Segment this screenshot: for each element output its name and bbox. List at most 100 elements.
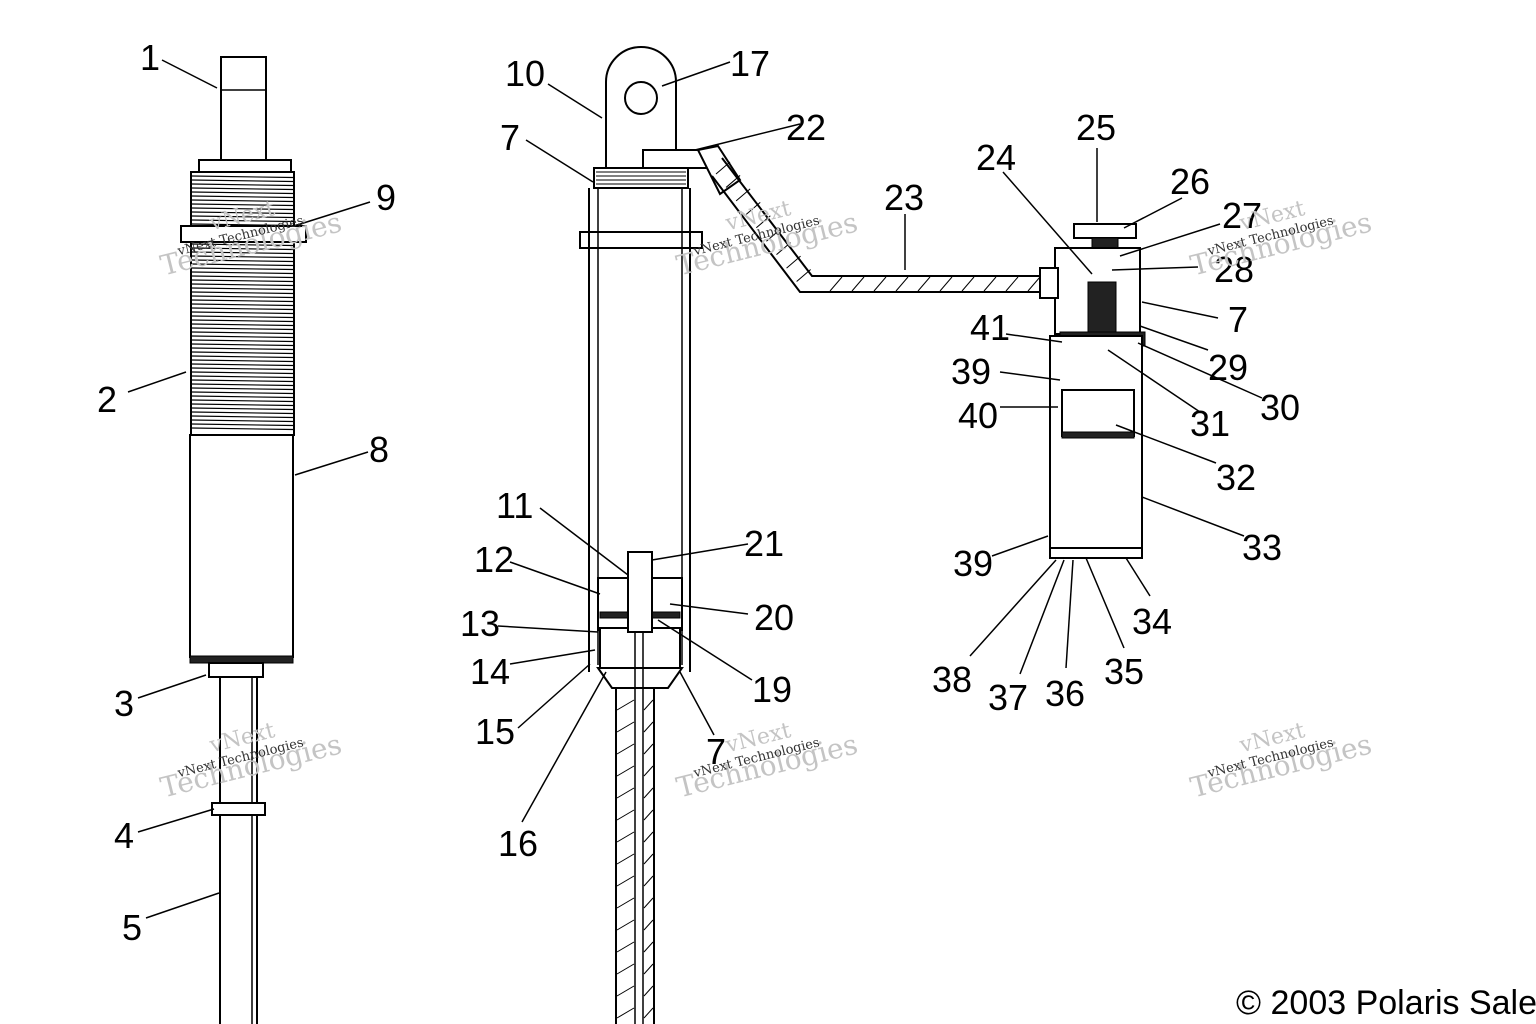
hatch-line — [191, 419, 294, 423]
hatch-line — [191, 323, 294, 327]
hatch-line — [191, 303, 294, 307]
watermark-4: vNext Technologies vNext Technologies — [157, 718, 345, 804]
hatch-line — [895, 276, 909, 292]
hatch-line — [643, 809, 654, 821]
hatch-line — [191, 195, 294, 199]
hatch-line — [643, 831, 654, 843]
hatch-line — [786, 255, 801, 269]
hatch-line — [796, 269, 811, 282]
callout-17: 17 — [730, 43, 770, 84]
callout-5: 5 — [122, 907, 142, 948]
hatch-line — [191, 367, 294, 371]
hatch-line — [616, 721, 635, 733]
hatch-line — [191, 291, 294, 295]
watermarks: vNext Technologies vNext Technologies vN… — [157, 196, 1375, 804]
callout-35: 35 — [1104, 651, 1144, 692]
callout-14: 14 — [470, 651, 510, 692]
hatch-line — [191, 339, 294, 343]
callout-7-bottom: 7 — [706, 731, 726, 772]
hatch-line — [191, 243, 294, 247]
hatch-line — [755, 215, 771, 229]
hatch-line — [191, 275, 294, 279]
callout-11: 11 — [496, 485, 533, 526]
hatch-line — [191, 183, 294, 187]
copyright-notice: © 2003 Polaris Sale — [1236, 984, 1536, 1022]
hatch-line — [616, 985, 635, 997]
hatch-line — [616, 743, 635, 755]
hatch-line — [191, 423, 294, 427]
leader-lines — [127, 59, 1263, 919]
callout-8: 8 — [369, 429, 389, 470]
callout-16: 16 — [498, 823, 538, 864]
hatch-line — [191, 199, 294, 203]
watermark-3: vNext Technologies vNext Technologies — [1187, 196, 1375, 282]
hatch-line — [643, 743, 654, 755]
hatch-line — [616, 875, 635, 887]
hatch-line — [191, 411, 294, 415]
callout-21: 21 — [744, 523, 784, 564]
hatch-line — [643, 765, 654, 777]
hatch-line — [191, 287, 294, 291]
hatch-line — [191, 263, 294, 267]
hatch-line — [939, 276, 953, 292]
hatch-line — [191, 383, 294, 387]
hatch-line — [643, 941, 654, 953]
hatch-line — [643, 787, 654, 799]
hatch-line — [829, 276, 843, 292]
callout-4: 4 — [114, 815, 134, 856]
hatch-line — [776, 242, 791, 256]
callout-7-cap: 7 — [500, 117, 520, 158]
callout-9: 9 — [376, 177, 396, 218]
hatch-line — [191, 319, 294, 323]
hatch-line — [643, 897, 654, 909]
hatch-line — [191, 391, 294, 395]
hatch-line — [616, 831, 635, 843]
hatch-line — [191, 203, 294, 207]
callout-36: 36 — [1045, 673, 1085, 714]
hatch-line — [191, 399, 294, 403]
callout-26: 26 — [1170, 161, 1210, 202]
hatch-line — [616, 941, 635, 953]
callout-15: 15 — [475, 711, 515, 752]
reservoir-hose — [711, 157, 1045, 293]
hatch-line — [643, 1007, 654, 1019]
callout-32: 32 — [1216, 457, 1256, 498]
hatch-line — [191, 279, 294, 283]
hatch-line — [851, 276, 865, 292]
callout-3: 3 — [114, 683, 134, 724]
callout-2: 2 — [97, 379, 117, 420]
hatch-line — [873, 276, 887, 292]
hatch-line — [961, 276, 975, 292]
hatch-line — [191, 331, 294, 335]
callout-37: 37 — [988, 677, 1028, 718]
callout-27: 27 — [1222, 195, 1262, 236]
hatch-line — [616, 897, 635, 909]
hatch-line — [616, 787, 635, 799]
hatch-line — [191, 283, 294, 287]
callout-20: 20 — [754, 597, 794, 638]
callout-33: 33 — [1242, 527, 1282, 568]
cutaway-shock — [579, 46, 742, 1024]
hatch-line — [643, 985, 654, 997]
callout-38: 38 — [932, 659, 972, 700]
callout-12: 12 — [474, 539, 514, 580]
hatch-line — [725, 175, 741, 188]
callout-10: 10 — [505, 53, 545, 94]
hatch-line — [616, 809, 635, 821]
hatch-line — [191, 255, 294, 259]
hatch-line — [191, 191, 294, 195]
callout-labels: 1 2 3 4 5 7 7 7 7 8 9 10 11 12 13 14 15 … — [97, 37, 1300, 948]
callout-28: 28 — [1214, 249, 1254, 290]
hatch-line — [643, 699, 654, 711]
callout-34: 34 — [1132, 601, 1172, 642]
callout-25: 25 — [1076, 107, 1116, 148]
callout-30: 30 — [1260, 387, 1300, 428]
watermark-5: vNext Technologies vNext Technologies — [673, 718, 861, 804]
hatch-line — [191, 359, 294, 363]
hatch-line — [643, 919, 654, 931]
hatch-line — [616, 963, 635, 975]
hatch-line — [191, 267, 294, 271]
hatch-line — [191, 355, 294, 359]
hatch-line — [643, 853, 654, 865]
